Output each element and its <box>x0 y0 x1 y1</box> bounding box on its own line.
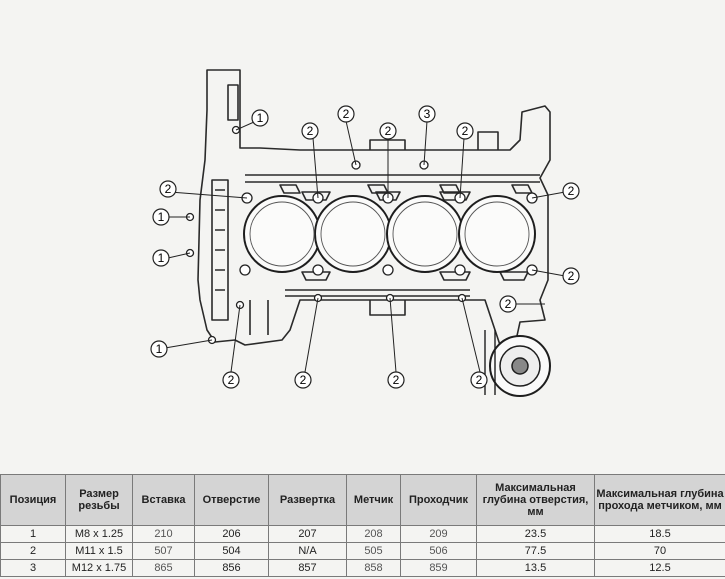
cell-thread-size: M11 x 1.5 <box>65 542 133 560</box>
callout-3: 3 <box>418 105 436 123</box>
cell-max-tap-depth: 18.5 <box>594 525 725 543</box>
callout-2: 2 <box>294 371 312 389</box>
callout-2: 2 <box>159 180 177 198</box>
header-tap: Метчик <box>346 474 401 526</box>
svg-text:2: 2 <box>568 269 575 283</box>
cylinder-bore-4 <box>458 195 536 273</box>
cell-insert: 865 <box>132 559 195 577</box>
bolt-hole <box>382 264 394 276</box>
block-outline <box>197 69 551 346</box>
callout-2: 2 <box>301 122 319 140</box>
callout-1: 1 <box>251 109 269 127</box>
svg-text:1: 1 <box>257 111 264 125</box>
table-header-row: Позиция Размер резьбы Вставка Отверстие … <box>0 474 725 526</box>
table-row: 1 M8 x 1.25 210 206 207 208 209 23.5 18.… <box>0 525 725 543</box>
bolt-hole <box>239 264 251 276</box>
engine-block-diagram: 1 1 1 1 2 2 2 2 <box>150 69 580 397</box>
cell-position: 2 <box>0 542 66 560</box>
header-hole: Отверстие <box>194 474 269 526</box>
callout-2: 2 <box>337 105 355 123</box>
cell-hole: 856 <box>194 559 269 577</box>
thread-repair-table: Позиция Размер резьбы Вставка Отверстие … <box>0 474 725 577</box>
cell-max-hole-depth: 13.5 <box>476 559 595 577</box>
svg-text:2: 2 <box>476 373 483 387</box>
cell-tap: 505 <box>346 542 401 560</box>
header-insert: Вставка <box>132 474 195 526</box>
cylinder-bore-2 <box>314 195 392 273</box>
cell-driver: 506 <box>400 542 477 560</box>
callout-2: 2 <box>562 267 580 285</box>
cylinder-bore-1 <box>243 195 321 273</box>
thread-repair-table-wrap: Позиция Размер резьбы Вставка Отверстие … <box>0 474 725 579</box>
header-driver: Проходчик <box>400 474 477 526</box>
svg-text:2: 2 <box>505 297 512 311</box>
cell-position: 1 <box>0 525 66 543</box>
table-row: 2 M11 x 1.5 507 504 N/A 505 506 77.5 70 <box>0 542 725 560</box>
bolt-hole <box>454 264 466 276</box>
cell-reamer: 857 <box>268 559 347 577</box>
svg-text:2: 2 <box>385 124 392 138</box>
cell-thread-size: M8 x 1.25 <box>65 525 133 543</box>
cell-max-tap-depth: 12.5 <box>594 559 725 577</box>
svg-text:1: 1 <box>158 210 165 224</box>
block-bottom-rail <box>285 289 470 297</box>
callout-1: 1 <box>152 208 170 226</box>
cell-insert: 210 <box>132 525 195 543</box>
cell-insert: 507 <box>132 542 195 560</box>
svg-text:2: 2 <box>307 124 314 138</box>
svg-text:1: 1 <box>158 251 165 265</box>
svg-text:1: 1 <box>156 342 163 356</box>
callout-2: 2 <box>499 295 517 313</box>
callout-2: 2 <box>562 182 580 200</box>
callout-1: 1 <box>152 249 170 267</box>
callout-2: 2 <box>387 371 405 389</box>
svg-text:3: 3 <box>424 107 431 121</box>
svg-text:2: 2 <box>462 124 469 138</box>
svg-text:2: 2 <box>568 184 575 198</box>
cell-position: 3 <box>0 559 66 577</box>
cell-hole: 504 <box>194 542 269 560</box>
cell-thread-size: M12 x 1.75 <box>65 559 133 577</box>
cell-max-tap-depth: 70 <box>594 542 725 560</box>
svg-text:2: 2 <box>300 373 307 387</box>
cell-reamer: 207 <box>268 525 347 543</box>
callout-2: 2 <box>379 122 397 140</box>
callout-2: 2 <box>456 122 474 140</box>
cell-reamer: N/A <box>268 542 347 560</box>
cylinder-bore-3 <box>386 195 464 273</box>
header-reamer: Развертка <box>268 474 347 526</box>
cell-max-hole-depth: 23.5 <box>476 525 595 543</box>
header-max-tap-depth: Максимальная глубина прохода метчиком, м… <box>594 474 725 526</box>
header-position: Позиция <box>0 474 66 526</box>
cell-max-hole-depth: 77.5 <box>476 542 595 560</box>
svg-text:2: 2 <box>343 107 350 121</box>
header-thread-size: Размер резьбы <box>65 474 133 526</box>
cell-tap: 208 <box>346 525 401 543</box>
svg-text:2: 2 <box>393 373 400 387</box>
callout-2: 2 <box>222 371 240 389</box>
block-left-end <box>211 179 229 321</box>
bolt-hole <box>312 264 324 276</box>
block-top-deck <box>245 174 540 183</box>
table-row: 3 M12 x 1.75 865 856 857 858 859 13.5 12… <box>0 559 725 577</box>
cell-driver: 209 <box>400 525 477 543</box>
callout-2: 2 <box>470 371 488 389</box>
cell-tap: 858 <box>346 559 401 577</box>
callout-1: 1 <box>150 340 168 358</box>
cell-driver: 859 <box>400 559 477 577</box>
cell-hole: 206 <box>194 525 269 543</box>
svg-text:2: 2 <box>228 373 235 387</box>
header-max-hole-depth: Максимальная глубина отверстия, мм <box>476 474 595 526</box>
svg-text:2: 2 <box>165 182 172 196</box>
